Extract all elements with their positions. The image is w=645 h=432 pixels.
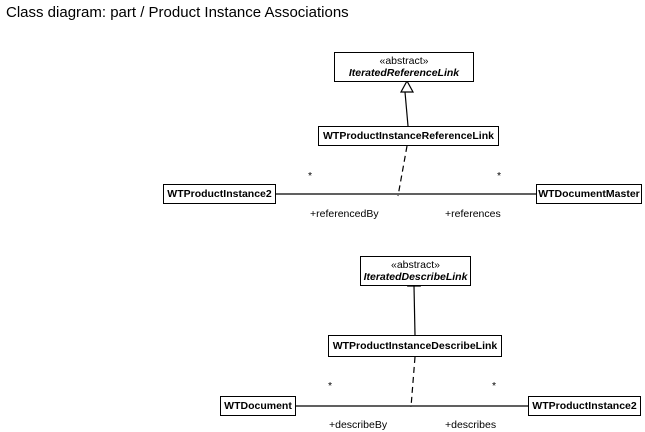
page-title: Class diagram: part / Product Instance A… <box>6 4 349 21</box>
left-multiplicity: * <box>308 170 313 182</box>
association-class-link-2 <box>410 356 416 408</box>
stereotype-label: «abstract» <box>379 55 429 67</box>
class-name: IteratedDescribeLink <box>363 271 468 283</box>
right-role-label: +describes <box>445 419 497 431</box>
stereotype-label: «abstract» <box>390 259 441 271</box>
class-wtproductinstancedescribelink: WTProductInstanceDescribeLink <box>328 335 502 357</box>
generalization-arrow-1 <box>399 79 415 93</box>
class-wtproductinstancereferencelink: WTProductInstanceReferenceLink <box>318 126 499 146</box>
class-iterated-reference-link: «abstract» IteratedReferenceLink <box>334 52 474 82</box>
class-iterated-describe-link: «abstract» IteratedDescribeLink <box>360 256 471 286</box>
class-wtdocumentmaster: WTDocumentMaster <box>536 184 642 204</box>
class-wtdocument: WTDocument <box>220 396 296 416</box>
right-multiplicity: * <box>492 380 497 392</box>
right-multiplicity: * <box>497 170 502 182</box>
class-wtproductinstance2: WTProductInstance2 <box>163 184 276 204</box>
left-multiplicity: * <box>328 380 333 392</box>
class-name: IteratedReferenceLink <box>348 67 460 79</box>
generalization-line-2 <box>413 285 416 336</box>
class-wtproductinstance2: WTProductInstance2 <box>528 396 641 416</box>
generalization-line-1 <box>404 91 409 127</box>
left-role-label: +describeBy <box>329 419 388 431</box>
association-class-link-1 <box>397 145 408 197</box>
left-role-label: +referencedBy <box>310 208 379 220</box>
right-role-label: +references <box>445 208 501 220</box>
